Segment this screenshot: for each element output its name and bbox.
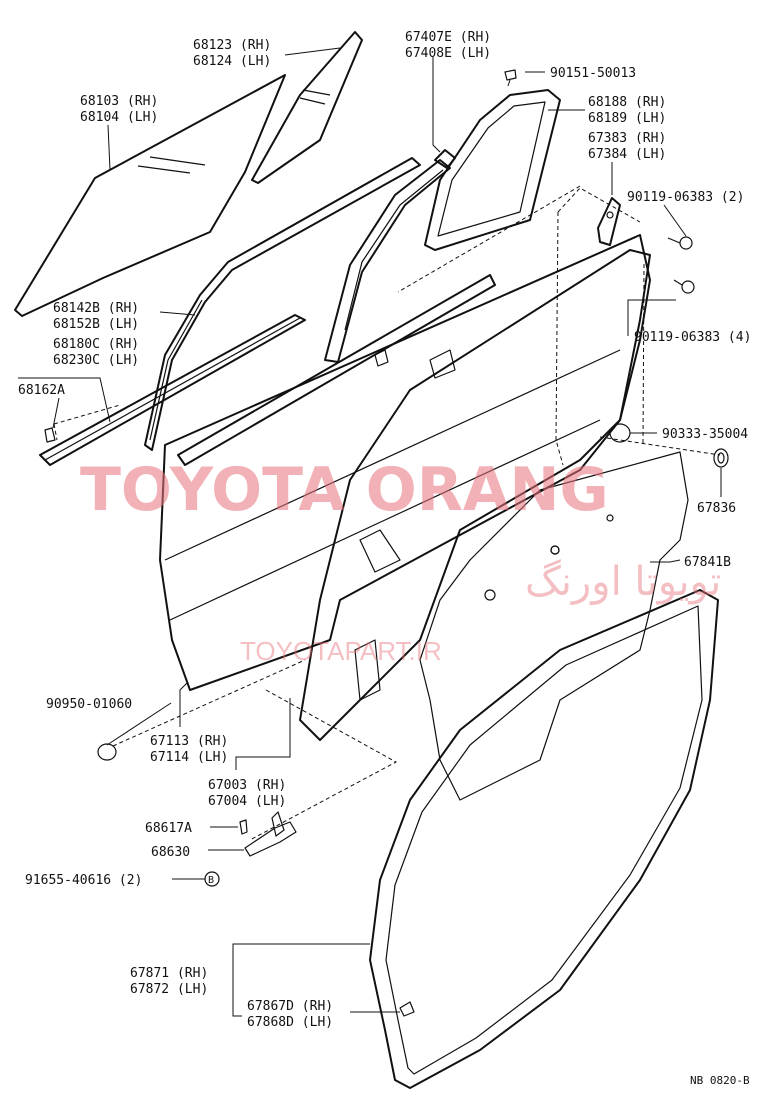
label-panel-sub-lh: 67114 (LH) — [150, 750, 228, 765]
belt-moulding — [39, 314, 306, 466]
door-weatherstrip — [369, 589, 719, 1089]
label-glass-rear-rh: 68123 (RH) — [193, 38, 271, 53]
label-glass-main-rh: 68103 (RH) — [80, 94, 158, 109]
plug — [609, 423, 631, 443]
label-service-cover: 67841B — [684, 555, 731, 570]
label-clip: 68162A — [18, 383, 65, 398]
check-pin — [239, 819, 248, 835]
door-check — [244, 811, 297, 857]
rear-quarter-glass — [251, 31, 363, 184]
label-check-pin: 68617A — [145, 821, 192, 836]
label-belt-moulding-rh: 68180C (RH) — [53, 337, 139, 352]
label-bolt-check: 91655-40616 (2) — [25, 873, 142, 888]
door-outer-panel — [159, 234, 651, 691]
label-division-bar-lh: 67408E (LH) — [405, 46, 491, 61]
label-bolt-2: 90119-06383 (2) — [627, 190, 744, 205]
bolt-lower — [673, 279, 695, 294]
label-weatherstrip-quarter-rh: 68188 (RH) — [588, 95, 666, 110]
watermark-url: TOYOTAPART.IR — [240, 636, 442, 666]
label-panel-assy-lh: 67004 (LH) — [208, 794, 286, 809]
label-ws-clip-lh: 67868D (LH) — [247, 1015, 333, 1030]
label-ws-clip-rh: 67867D (RH) — [247, 999, 333, 1014]
door-glass — [14, 74, 286, 317]
hole-cover — [713, 448, 729, 468]
label-panel-assy-rh: 67003 (RH) — [208, 778, 286, 793]
label-glass-rear-lh: 68124 (LH) — [193, 54, 271, 69]
label-screw-top: 90151-50013 — [550, 66, 636, 81]
label-door-check: 68630 — [151, 845, 190, 860]
watermark-brand: TOYOTA ORANG — [80, 455, 609, 525]
screw-top — [504, 69, 517, 87]
label-bracket-rh: 67383 (RH) — [588, 131, 666, 146]
label-glass-main-lh: 68104 (LH) — [80, 110, 158, 125]
assembly-lines — [53, 185, 721, 841]
service-hole-cover — [419, 451, 689, 801]
figure-code: NB 0820-B — [690, 1074, 750, 1087]
label-run-channel-lh: 68152B (LH) — [53, 317, 139, 332]
door-inner-rail — [177, 274, 496, 466]
label-division-bar-rh: 67407E (RH) — [405, 30, 491, 45]
label-cap: 90950-01060 — [46, 697, 132, 712]
label-plug: 90333-35004 — [662, 427, 748, 442]
check-bolt-letter: B — [208, 875, 214, 886]
part-labels: 68123 (RH) 68124 (LH) 68103 (RH) 68104 (… — [18, 30, 751, 1087]
cap — [97, 743, 117, 761]
label-panel-sub-rh: 67113 (RH) — [150, 734, 228, 749]
weatherstrip-clip — [399, 1001, 415, 1017]
label-hole-cover: 67836 — [697, 501, 736, 516]
watermark: TOYOTA ORANG تویوتا اورنگ TOYOTAPART.IR — [80, 455, 721, 666]
label-door-weatherstrip-rh: 67871 (RH) — [130, 966, 208, 981]
label-bracket-lh: 67384 (LH) — [588, 147, 666, 162]
leader-lines — [18, 47, 722, 1017]
bolt-upper — [667, 236, 693, 250]
label-belt-moulding-lh: 68230C (LH) — [53, 353, 139, 368]
glass-run-channel — [144, 157, 421, 451]
label-run-channel-rh: 68142B (RH) — [53, 301, 139, 316]
watermark-brand-fa: تویوتا اورنگ — [525, 559, 721, 605]
label-door-weatherstrip-lh: 67872 (LH) — [130, 982, 208, 997]
label-bolt-4: 90119-06383 (4) — [634, 330, 751, 345]
quarter-weatherstrip — [424, 89, 561, 251]
bracket — [597, 197, 621, 246]
label-weatherstrip-quarter-lh: 68189 (LH) — [588, 111, 666, 126]
